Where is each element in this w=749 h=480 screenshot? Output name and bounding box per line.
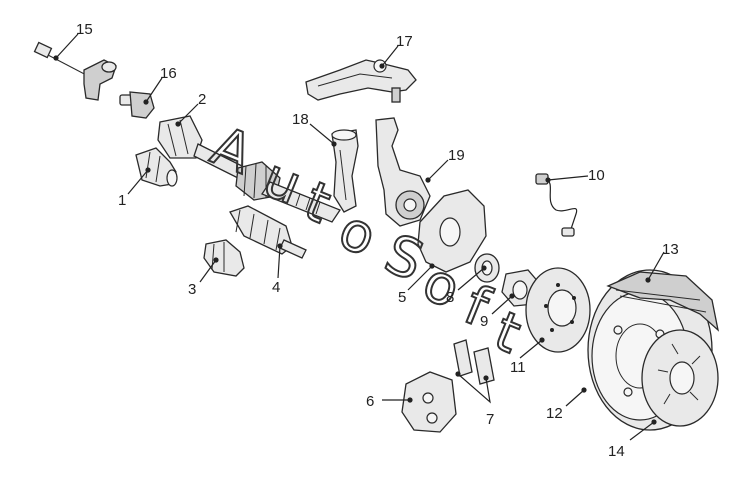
callout-labels: 15 16 2 1 17 18 19 10 3 4 5 8 9 11 13 6 … bbox=[76, 21, 679, 460]
part-8-bearing bbox=[474, 253, 500, 283]
autosoft-watermark: A u t o S o f t bbox=[202, 113, 530, 367]
callout-14: 14 bbox=[608, 443, 625, 460]
callout-5: 5 bbox=[398, 289, 406, 306]
callout-15: 15 bbox=[76, 21, 93, 38]
part-15-tripod bbox=[33, 41, 117, 101]
callout-1: 1 bbox=[118, 192, 126, 209]
part-13-drum-shoe-band bbox=[606, 271, 720, 332]
callout-7: 7 bbox=[486, 411, 494, 428]
callout-12: 12 bbox=[546, 405, 563, 422]
part-2-drive-shaft bbox=[157, 115, 341, 223]
callout-4: 4 bbox=[272, 279, 280, 296]
callout-16: 16 bbox=[160, 65, 177, 82]
part-14-wheel-cover bbox=[641, 329, 719, 427]
callout-3: 3 bbox=[188, 281, 196, 298]
part-6-caliper bbox=[401, 371, 457, 433]
callout-leaders bbox=[53, 33, 665, 441]
callout-2: 2 bbox=[198, 91, 206, 108]
part-10-abs-sensor-cable bbox=[535, 173, 578, 237]
part-19-knuckle bbox=[375, 117, 431, 227]
part-11-brake-disc bbox=[525, 267, 591, 353]
part-7-brake-pads bbox=[453, 339, 495, 385]
watermark-letter: o bbox=[414, 250, 468, 321]
part-3-small-boot bbox=[203, 239, 245, 277]
part-1-boot bbox=[135, 147, 178, 187]
callout-9: 9 bbox=[480, 313, 488, 330]
part-18-knuckle-bracket bbox=[331, 129, 359, 213]
callout-17: 17 bbox=[396, 33, 413, 50]
part-5-dust-shield bbox=[417, 189, 487, 273]
callout-13: 13 bbox=[662, 241, 679, 258]
callout-18: 18 bbox=[292, 111, 309, 128]
callout-6: 6 bbox=[366, 393, 374, 410]
callout-8: 8 bbox=[446, 289, 454, 306]
part-17-control-arm bbox=[305, 59, 417, 103]
watermark-letter: f bbox=[456, 273, 499, 339]
callout-19: 19 bbox=[448, 147, 465, 164]
watermark-letter: o bbox=[330, 198, 384, 269]
part-16-joint-cup bbox=[119, 91, 155, 119]
callout-11: 11 bbox=[510, 359, 526, 376]
part-4-inner-boot bbox=[229, 205, 307, 259]
callout-10: 10 bbox=[588, 167, 605, 184]
